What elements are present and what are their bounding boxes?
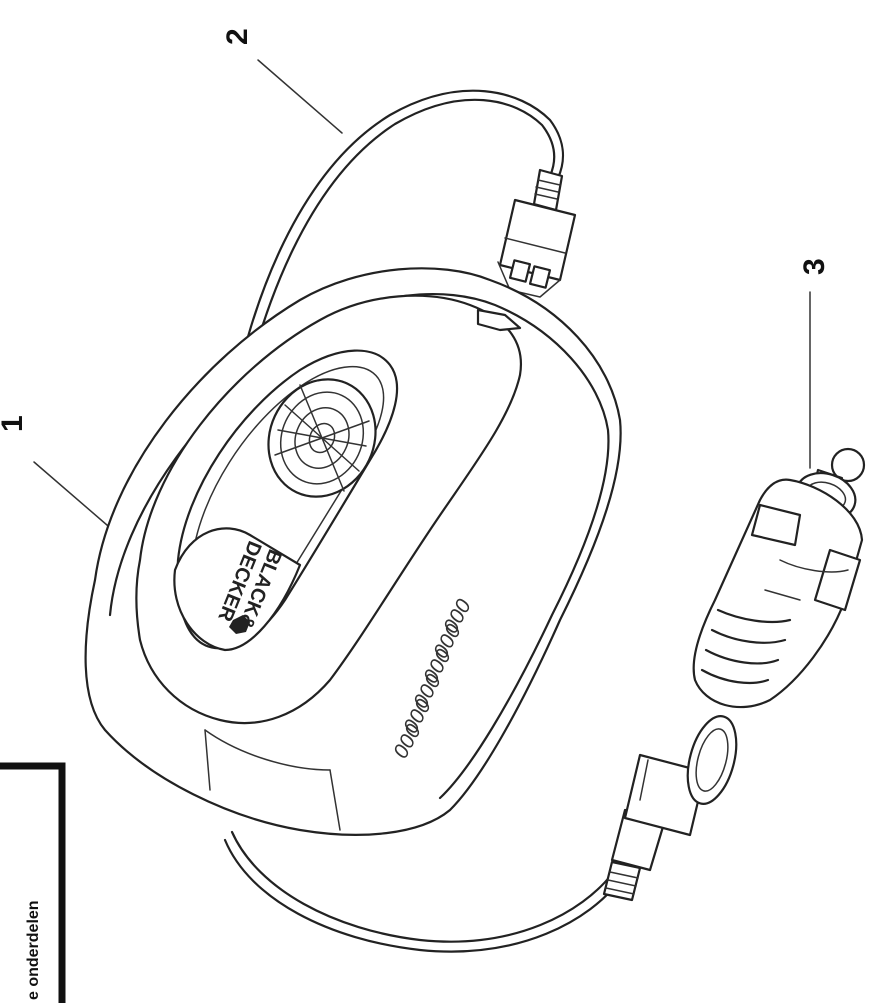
callout-2: 2	[221, 28, 343, 134]
main-unit: BLACK& DECKER 000 000 000 000 000 000	[84, 267, 622, 836]
callout-number-3: 3	[798, 258, 831, 275]
cable-barrel-plug	[610, 715, 738, 872]
adapter-clip-lower	[813, 548, 862, 612]
cable-assembly	[223, 89, 738, 953]
adapter-clip-upper	[750, 503, 802, 547]
callout-number-1: 1	[0, 415, 29, 432]
parts-heading-label: e onderdelen	[25, 900, 42, 1000]
cable-upper-inner	[236, 98, 556, 420]
leader-line-2	[257, 59, 343, 134]
side-arrow-icon	[476, 308, 522, 332]
callout-3: 3	[798, 258, 831, 469]
cable-lower-inner	[230, 830, 614, 943]
lighter-adapter	[692, 447, 866, 709]
brand-hex-icon	[229, 615, 250, 634]
parts-heading-frame: e onderdelen	[0, 762, 66, 1003]
cable-lower-outer	[223, 838, 622, 953]
cable-connector	[497, 168, 577, 298]
callout-number-2: 2	[221, 28, 254, 45]
adapter-grip-ridges	[700, 608, 792, 685]
cable-spring	[602, 860, 642, 902]
cable-upper-outer	[228, 89, 564, 417]
fan-grille-icon	[267, 378, 377, 498]
callout-1: 1	[0, 415, 123, 539]
